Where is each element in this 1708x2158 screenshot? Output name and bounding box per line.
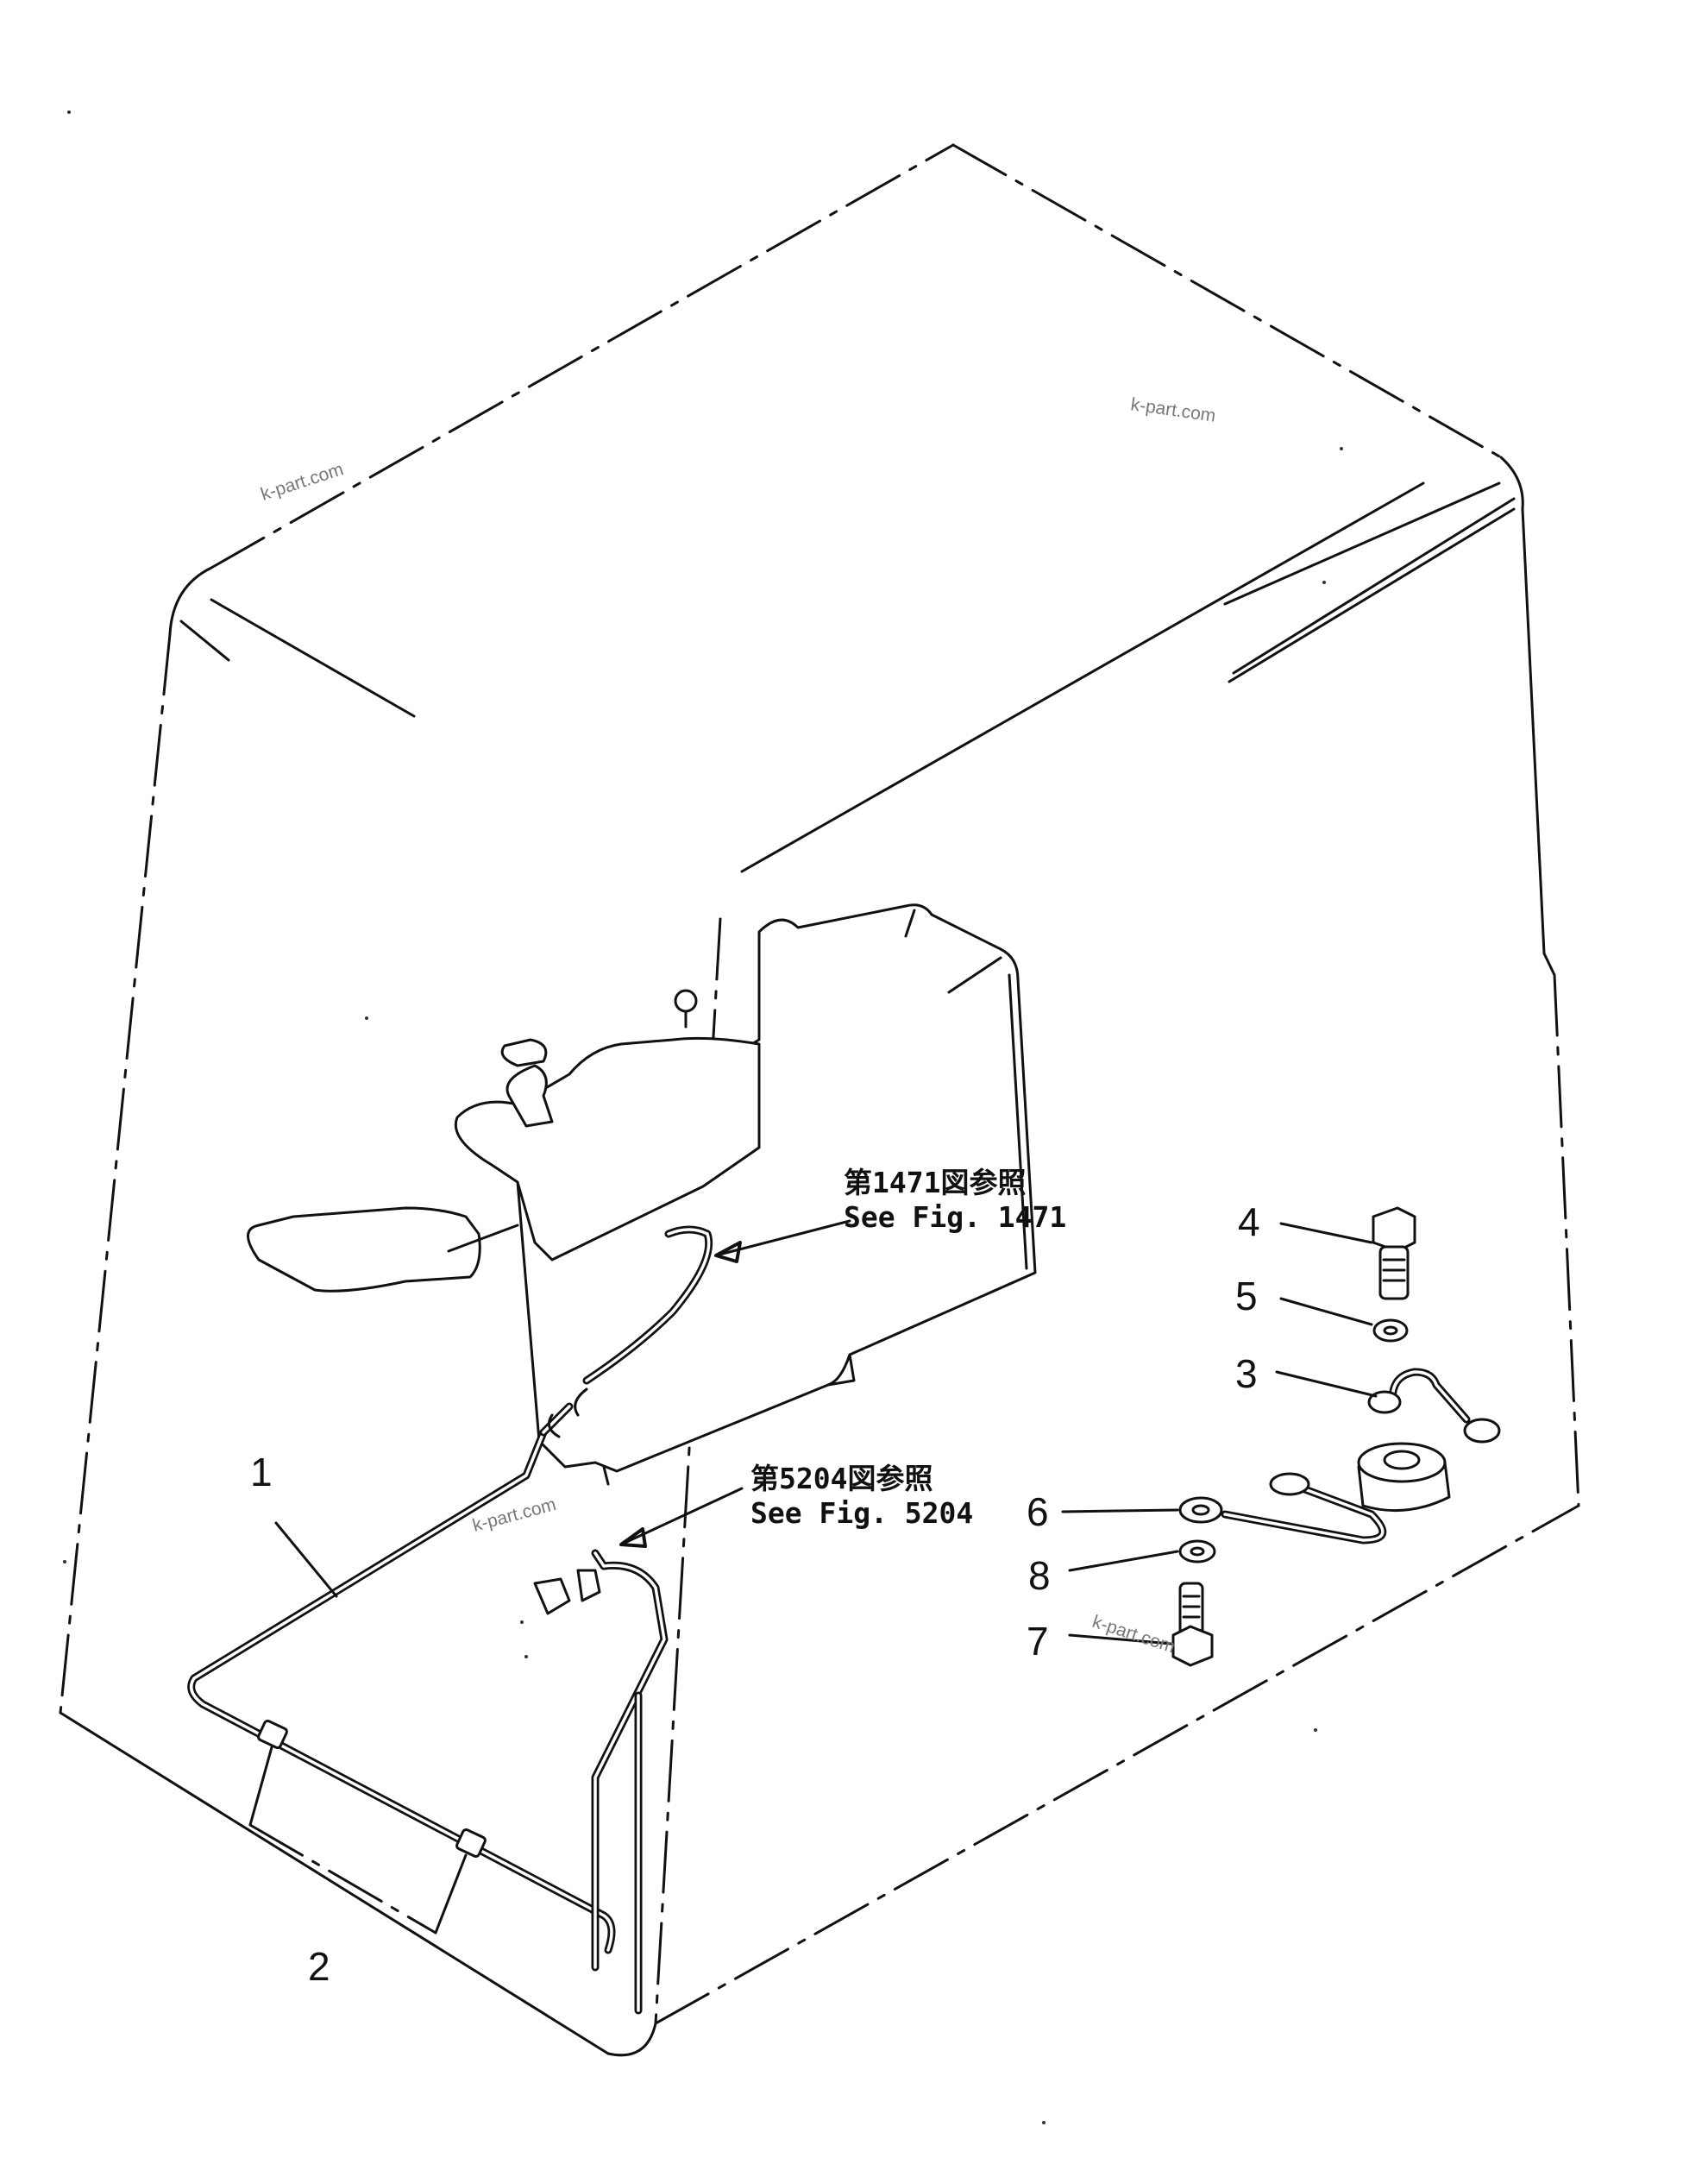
ref-1471-en: See Fig. 1471 [844, 1200, 1066, 1234]
washer-5 [1372, 1318, 1409, 1343]
ref-1471-jp: 第1471図参照 [844, 1166, 1026, 1199]
bolt-7 [1171, 1582, 1214, 1667]
scan-specks [63, 110, 1343, 2124]
ground-cable-3 [1367, 1368, 1501, 1444]
callout-4: 4 [1238, 1199, 1260, 1244]
watermark-bottom-right: k-part.com [1089, 1612, 1177, 1658]
figure-references: 第1471図参照 See Fig. 1471 第5204図参照 See Fig.… [750, 1166, 1066, 1530]
callout-1: 1 [250, 1450, 273, 1494]
ref-5204-jp: 第5204図参照 [750, 1462, 932, 1495]
ref-5204-en: See Fig. 5204 [750, 1496, 973, 1530]
washer-8 [1178, 1539, 1216, 1563]
callout-6: 6 [1027, 1489, 1049, 1534]
harness-clamps-2 [257, 1720, 487, 1858]
callout-2: 2 [308, 1944, 330, 1989]
engine-assembly [247, 903, 1037, 1486]
leader-lines [248, 1222, 1378, 1935]
callout-7: 7 [1027, 1619, 1049, 1664]
callout-numbers: 1 2 3 4 5 6 7 8 [250, 1199, 1260, 1989]
wire-1471 [547, 1225, 713, 1438]
cabin-housing [59, 143, 1580, 2057]
watermark-top-right: k-part.com [1129, 394, 1216, 426]
callout-3: 3 [1235, 1351, 1258, 1396]
reference-arrows [619, 1219, 851, 1548]
callout-5: 5 [1235, 1274, 1258, 1318]
watermarks: k-part.com k-part.com k-part.com k-part.… [258, 394, 1216, 1657]
cable-6 [1178, 1472, 1387, 1545]
wire-harness-1 [187, 1402, 616, 1954]
callout-8: 8 [1028, 1553, 1051, 1598]
wire-harness-5204 [533, 1549, 669, 2015]
bolt-4 [1372, 1206, 1416, 1300]
round-component [1357, 1442, 1451, 1513]
